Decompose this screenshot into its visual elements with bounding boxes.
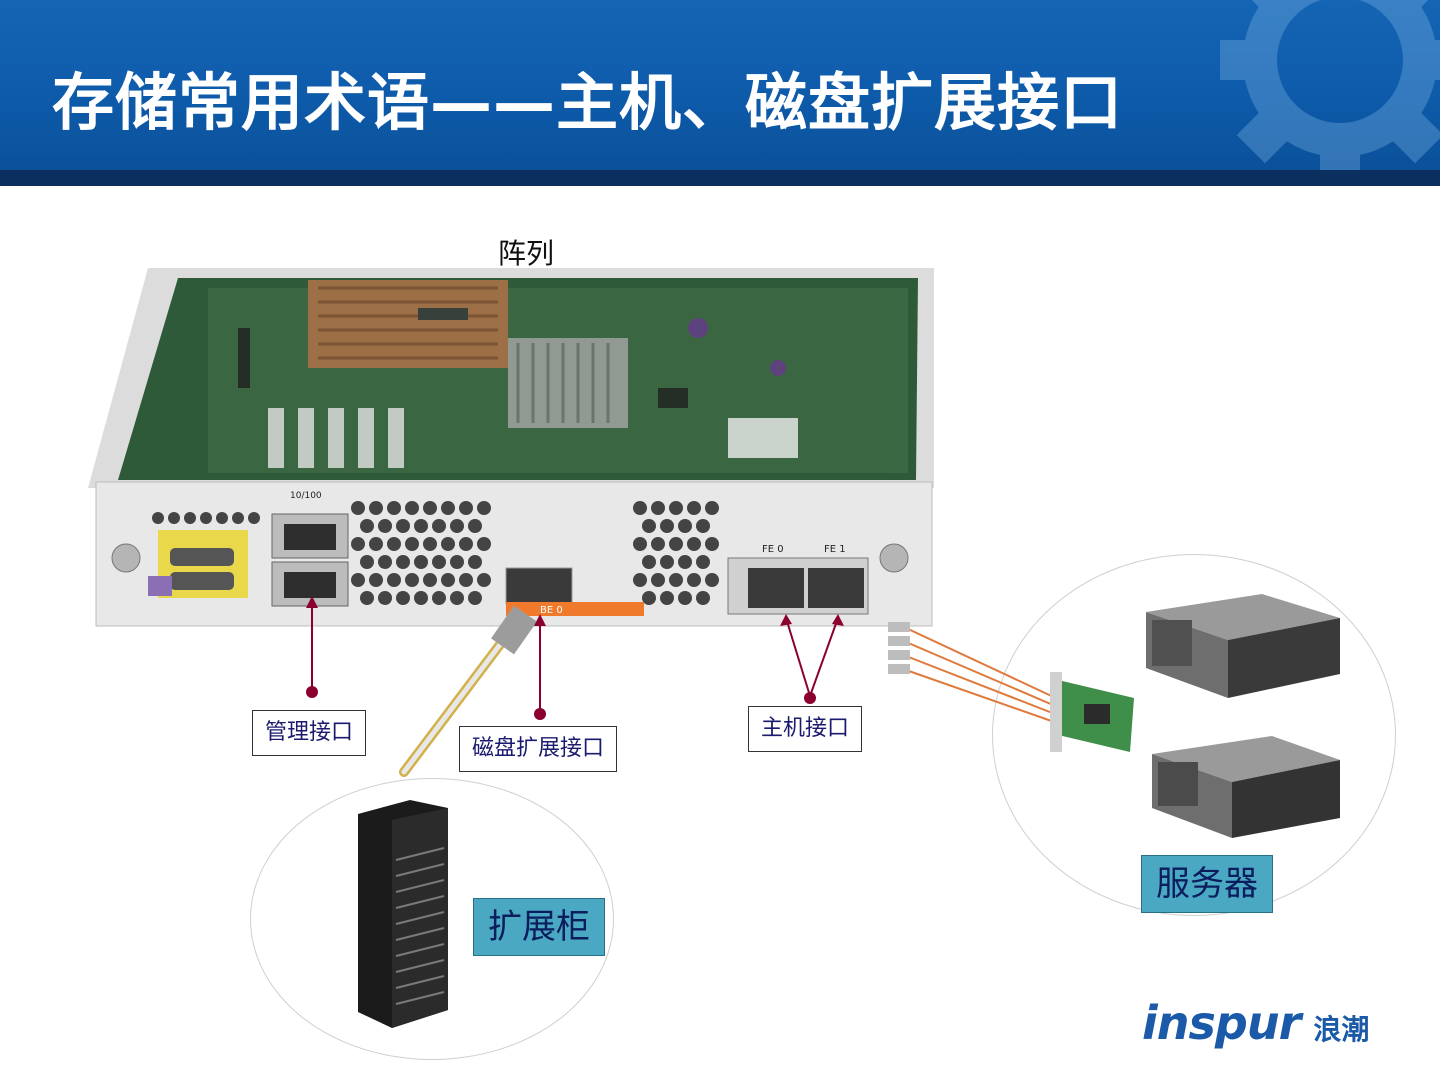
server-bottom xyxy=(1152,736,1340,838)
serial-port xyxy=(170,548,234,566)
thumb-screw-right xyxy=(879,543,909,573)
fe0-label: FE 0 xyxy=(762,544,784,555)
header-banner: 存储常用术语——主机、磁盘扩展接口 xyxy=(0,0,1440,186)
connector-lines xyxy=(311,600,839,712)
gear-icon xyxy=(1220,0,1440,180)
disk-expansion-port-label: 磁盘扩展接口 xyxy=(459,726,618,772)
be-sfp-port xyxy=(505,567,573,605)
vent-grid-middle xyxy=(351,501,491,605)
lan-port-label: 10/100 xyxy=(290,491,322,501)
array-label: 阵列 xyxy=(498,237,555,270)
vent-grid-right xyxy=(633,501,719,605)
connector-dots xyxy=(306,686,816,720)
management-port-label: 管理接口 xyxy=(252,710,367,756)
server-label: 服务器 xyxy=(1141,855,1273,913)
inspur-logo: inspur 浪潮 xyxy=(1142,996,1369,1050)
serial-port xyxy=(170,572,234,590)
thumb-screw-left xyxy=(111,543,141,573)
host-port-label: 主机接口 xyxy=(748,706,863,752)
slide-title: 存储常用术语——主机、磁盘扩展接口 xyxy=(52,66,1124,139)
logo-text-en: inspur xyxy=(1142,996,1301,1050)
rack-cabinet xyxy=(358,800,448,1028)
be-port-label: BE 0 xyxy=(540,605,563,616)
be-port-strip xyxy=(506,602,644,616)
fiber-cables-server xyxy=(905,627,1061,725)
fe1-sfp-port xyxy=(808,568,864,608)
expansion-cabinet-label: 扩展柜 xyxy=(473,898,605,956)
fe1-label: FE 1 xyxy=(824,544,846,555)
server-top xyxy=(1146,594,1340,698)
logo-text-cn: 浪潮 xyxy=(1313,1013,1370,1046)
connector-arrowheads xyxy=(306,596,844,626)
storage-controller-image: 10/100 BE 0 FE 0 FE 1 xyxy=(88,268,934,627)
vent-grid-left xyxy=(152,512,260,524)
fiber-connectors xyxy=(888,622,910,674)
fe0-sfp-port xyxy=(748,568,804,608)
hba-card xyxy=(1050,672,1134,752)
circuit-board xyxy=(208,280,908,473)
header-divider xyxy=(0,170,1440,186)
